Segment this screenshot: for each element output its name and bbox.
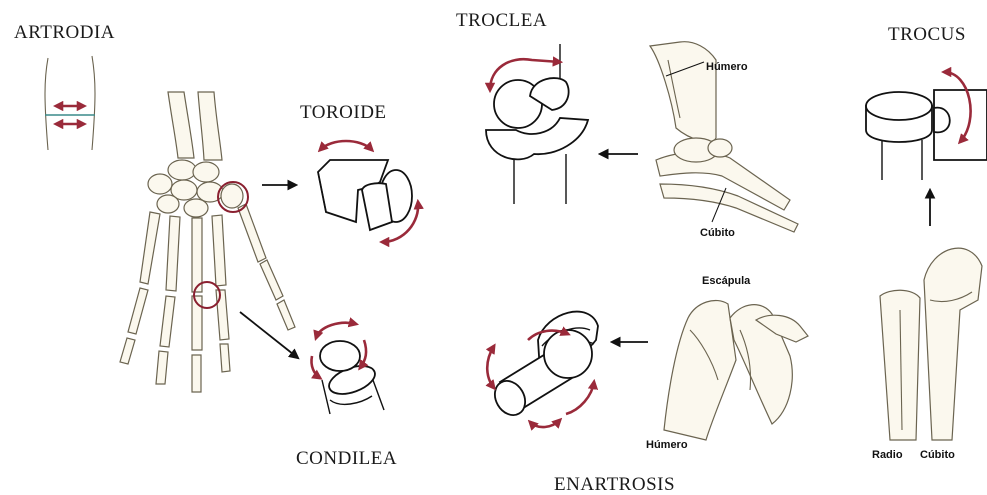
trocus-title: TROCUS: [888, 24, 966, 45]
condilea-section: CONDILEA: [296, 323, 397, 469]
trocus-pivot-joint-illustration: [866, 72, 987, 180]
condilea-title: CONDILEA: [296, 448, 397, 469]
hand-skeleton-illustration: [120, 92, 295, 392]
humero-top-label: Húmero: [706, 61, 748, 73]
forearm-bones-illustration: [880, 248, 982, 440]
radio-label: Radio: [872, 449, 903, 461]
troclea-section: TROCLEA Húmero Cúbito: [456, 10, 798, 239]
artrodia-plane-joint-illustration: [45, 56, 95, 150]
condilea-condyloid-joint-illustration: [311, 323, 384, 414]
trocus-section: TROCUS Radio Cúbito: [866, 24, 987, 461]
toroide-section: TOROIDE: [300, 102, 418, 242]
toroide-title: TOROIDE: [300, 102, 387, 123]
humero-bottom-label: Húmero: [646, 439, 688, 451]
troclea-hinge-joint-illustration: [486, 44, 588, 204]
enartrosis-ball-socket-joint-illustration: [487, 312, 598, 427]
toroide-saddle-joint-illustration: [318, 141, 418, 242]
enartrosis-title: ENARTROSIS: [554, 474, 675, 495]
enartrosis-section: ENARTROSIS Escápula Húmero: [487, 275, 808, 495]
escapula-label: Escápula: [702, 275, 751, 287]
cubito-bottom-label: Cúbito: [920, 449, 955, 461]
shoulder-bones-illustration: [664, 300, 808, 440]
troclea-title: TROCLEA: [456, 10, 547, 31]
artrodia-title: ARTRODIA: [14, 22, 115, 43]
cubito-top-label: Cúbito: [700, 227, 735, 239]
artrodia-section: ARTRODIA: [14, 22, 115, 150]
